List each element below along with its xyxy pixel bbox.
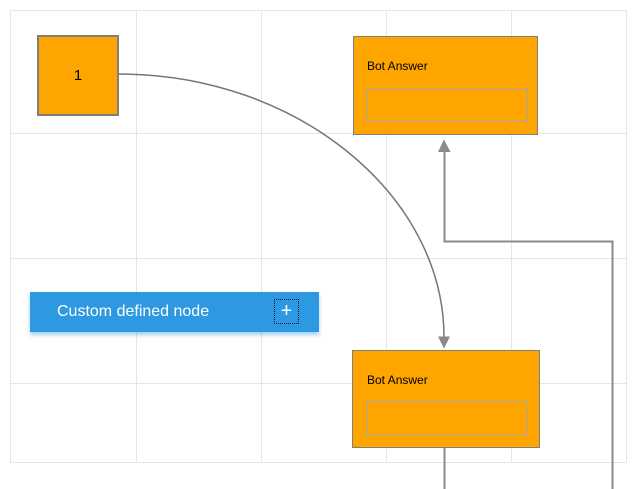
node-bot-answer-top[interactable]: Bot Answer <box>353 36 538 135</box>
node-custom-label: Custom defined node <box>57 303 210 320</box>
node-start[interactable]: 1 <box>37 35 119 116</box>
plus-icon: + <box>280 299 293 322</box>
arrowhead-down-icon <box>438 336 450 349</box>
bot-answer-input-box[interactable] <box>366 401 528 436</box>
add-node-handle[interactable]: + <box>274 299 299 324</box>
node-title: Bot Answer <box>367 59 428 73</box>
bot-answer-input-box[interactable] <box>366 88 528 122</box>
node-custom-defined[interactable]: Custom defined node + <box>30 292 319 332</box>
connector-orthogonal-to-top-bot[interactable] <box>438 139 614 489</box>
node-bot-answer-bottom[interactable]: Bot Answer <box>352 350 540 448</box>
arrowhead-up-icon <box>438 139 451 152</box>
connector-curve-start-to-bottom-bot[interactable] <box>118 73 450 349</box>
node-title: Bot Answer <box>367 373 428 387</box>
node-start-label: 1 <box>73 67 83 84</box>
